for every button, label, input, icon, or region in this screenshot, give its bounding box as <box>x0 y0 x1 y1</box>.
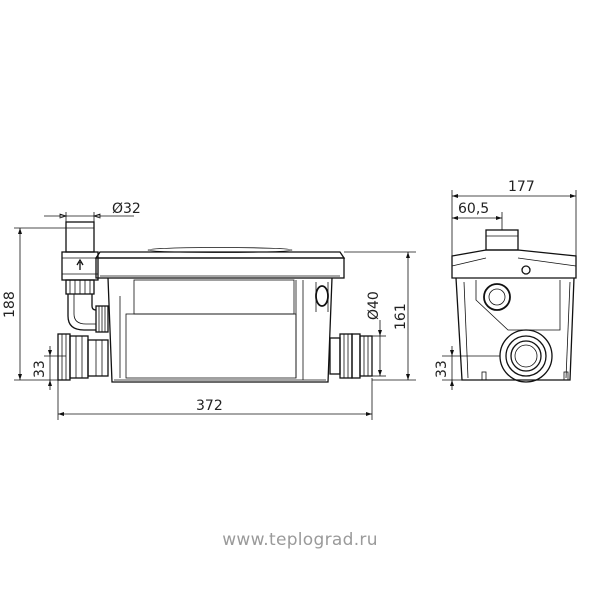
right-inlet-fitting <box>329 333 373 379</box>
side-inlet-fitting <box>499 329 553 383</box>
side-screw <box>521 265 531 275</box>
label-depth: 177 <box>508 179 535 195</box>
dimension-inlet-diameter <box>372 320 386 377</box>
dimension-body-height <box>344 251 416 381</box>
side-view: 177 60,5 33 <box>434 179 577 390</box>
tank-lower-panel <box>125 313 297 379</box>
side-outlet-pipe <box>485 229 519 251</box>
side-inlet-cap <box>315 285 329 307</box>
pipe-elbow <box>67 294 96 331</box>
tank-body <box>107 277 333 383</box>
lid-body <box>95 257 345 279</box>
watermark: www.teplograd.ru <box>222 530 378 550</box>
side-body <box>455 277 575 381</box>
label-total-length: 372 <box>196 398 223 414</box>
dimension-total-length <box>57 378 373 420</box>
side-inlet-cap <box>483 283 511 311</box>
left-inlet-fitting <box>57 333 109 381</box>
dimension-pipe-diameter <box>44 212 134 222</box>
dimension-outlet-offset <box>452 212 503 230</box>
outlet-pipe-end <box>65 221 95 253</box>
side-lid <box>451 249 577 279</box>
front-view: Ø32 188 33 372 <box>2 201 416 420</box>
dimension-left-inlet-height <box>44 346 66 390</box>
dimension-depth <box>451 190 577 256</box>
label-inlet-diameter: Ø40 <box>366 291 382 320</box>
label-pipe-diameter: Ø32 <box>112 201 141 217</box>
label-total-height: 188 <box>2 291 18 318</box>
label-outlet-offset: 60,5 <box>458 201 489 217</box>
outlet-pipe <box>61 221 109 333</box>
dimension-total-height <box>14 227 66 381</box>
label-right-inlet-height: 33 <box>434 360 450 378</box>
label-left-inlet-height: 33 <box>32 360 48 378</box>
tank-upper-panel <box>133 279 295 315</box>
dimension-right-inlet-height <box>442 346 500 390</box>
label-body-height: 161 <box>393 303 409 330</box>
lid-dome <box>147 247 293 253</box>
flow-arrow-icon <box>76 258 84 270</box>
